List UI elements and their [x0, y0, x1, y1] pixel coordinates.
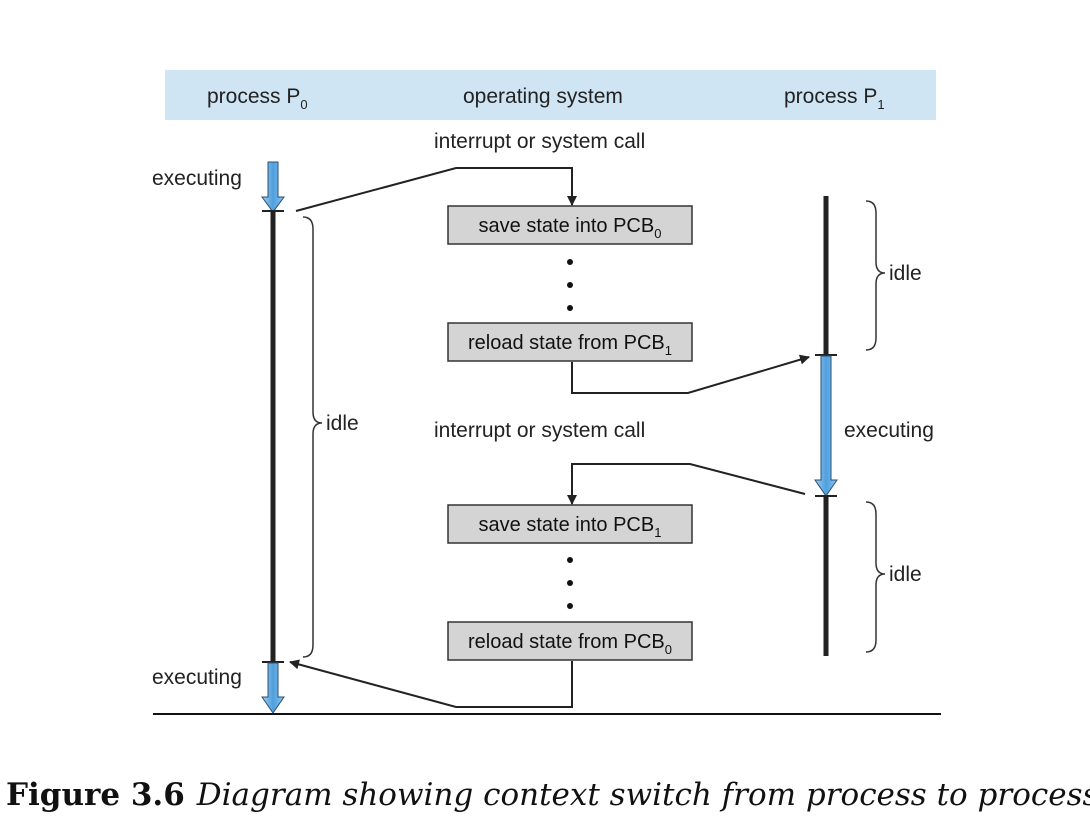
box-save-state-1-label: save state into PCB0 [479, 215, 662, 241]
ellipsis-dot [567, 603, 573, 609]
ellipsis-dot [567, 557, 573, 563]
p1-idle-top-label: idle [889, 262, 922, 285]
figure-caption-text: Diagram showing context switch from proc… [196, 777, 1090, 813]
connector-reload-2-to-p0 [289, 659, 573, 708]
box-save-state-1 [447, 205, 693, 245]
p1-idle-top-brace [865, 200, 886, 351]
interrupt-label-1: interrupt or system call [434, 130, 645, 153]
header-operating-system: operating system [463, 85, 623, 108]
p0-executing-bottom-arrow [261, 662, 285, 714]
figure-caption: Figure 3.6 Diagram showing context switch… [6, 777, 1090, 817]
interrupt-label-2: interrupt or system call [434, 419, 645, 442]
header-process-p0: process P0 [207, 85, 308, 112]
header-band [165, 70, 936, 120]
p0-idle-brace [302, 216, 323, 658]
p0-executing-top-label: executing [152, 167, 242, 190]
figure-number: Figure 3.6 [6, 777, 185, 813]
ellipsis-dot [567, 282, 573, 288]
p1-idle-bottom-label: idle [889, 563, 922, 586]
p0-executing-bottom-label: executing [152, 666, 242, 689]
box-reload-state-2-label: reload state from PCB0 [468, 631, 672, 657]
p1-idle-bottom-brace [865, 501, 886, 653]
box-save-state-2-label: save state into PCB1 [479, 514, 662, 540]
box-reload-state-1 [447, 322, 693, 362]
p0-idle-label: idle [326, 412, 359, 435]
ellipsis-dot [567, 305, 573, 311]
connector-p1-to-save-2 [567, 463, 806, 505]
box-save-state-2 [447, 504, 693, 544]
box-reload-state-2 [447, 621, 693, 661]
ellipsis-dot [567, 259, 573, 265]
connector-reload-1-to-p1 [571, 354, 810, 394]
p1-executing-label: executing [844, 419, 934, 442]
box-reload-state-1-label: reload state from PCB1 [468, 332, 672, 358]
p1-executing-arrow [814, 355, 838, 497]
ellipsis-dot [567, 580, 573, 586]
connector-p0-to-save-1 [295, 167, 577, 212]
p0-executing-top-arrow [261, 161, 285, 213]
context-switch-diagram: process P0 operating system process P1 i… [152, 70, 941, 715]
header-process-p1: process P1 [784, 85, 885, 112]
